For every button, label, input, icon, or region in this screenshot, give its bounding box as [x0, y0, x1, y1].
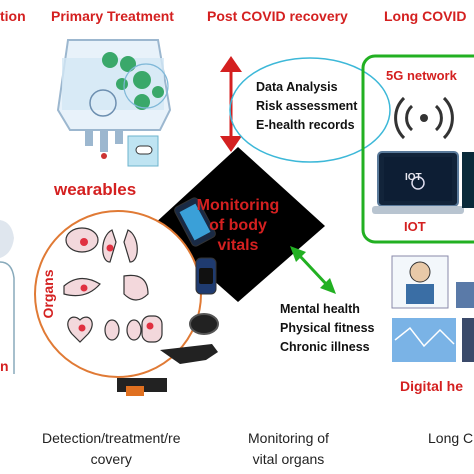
caption-long-covid: Long C [428, 430, 474, 446]
diamond-line: vitals [217, 237, 259, 254]
organs-label: Organs [40, 269, 56, 319]
wifi-signal-icon [394, 96, 454, 140]
left-figure-silhouette [0, 220, 14, 258]
caption-line: Detection/treatment/re [42, 430, 181, 446]
caption-detection: Detection/treatment/re covery [42, 428, 181, 470]
analysis-oval [229, 57, 391, 163]
network-box [361, 54, 474, 244]
iot-side-panel [462, 152, 474, 208]
analysis-item: Data Analysis [256, 80, 338, 94]
wearables-label: wearables [54, 180, 137, 199]
network-5g-label: 5G network [386, 68, 457, 83]
iot-screen-text: IOT [405, 172, 422, 183]
caption-monitoring: Monitoring of vital organs [248, 428, 329, 470]
header-left-fragment: tion [0, 8, 26, 24]
pill-box-icon [127, 135, 159, 167]
analysis-item: Risk assessment [256, 99, 358, 113]
left-bracket [0, 261, 15, 374]
caption-line: covery [90, 451, 132, 467]
diamond-text: Monitoring of body vitals [172, 196, 304, 256]
health-item: Mental health [280, 302, 360, 316]
analysis-item: E-health records [256, 118, 355, 132]
diamond-line: of body [209, 217, 267, 234]
wearable-devices [117, 197, 219, 396]
health-item: Chronic illness [280, 340, 370, 354]
header-primary-treatment: Primary Treatment [51, 8, 174, 24]
digital-health-label: Digital he [400, 378, 464, 394]
analysis-list: Data Analysis Risk assessment E-health r… [256, 78, 357, 135]
digital-health-icons [391, 255, 474, 362]
health-item: Physical fitness [280, 321, 375, 335]
diamond-line: Monitoring [196, 197, 280, 214]
diagonal-green-arrow [290, 246, 336, 294]
network-iot-label: IOT [404, 219, 426, 234]
health-list: Mental health Physical fitness Chronic i… [280, 300, 375, 357]
caption-line: vital organs [252, 451, 325, 467]
caption-line: Monitoring of [248, 430, 329, 446]
left-edge-fragment: n [0, 358, 9, 374]
organ-icons [63, 227, 163, 343]
header-long-covid: Long COVID [384, 8, 467, 24]
iv-bag-icon [56, 39, 172, 159]
header-post-covid: Post COVID recovery [207, 8, 348, 24]
laptop-icon [372, 151, 464, 214]
